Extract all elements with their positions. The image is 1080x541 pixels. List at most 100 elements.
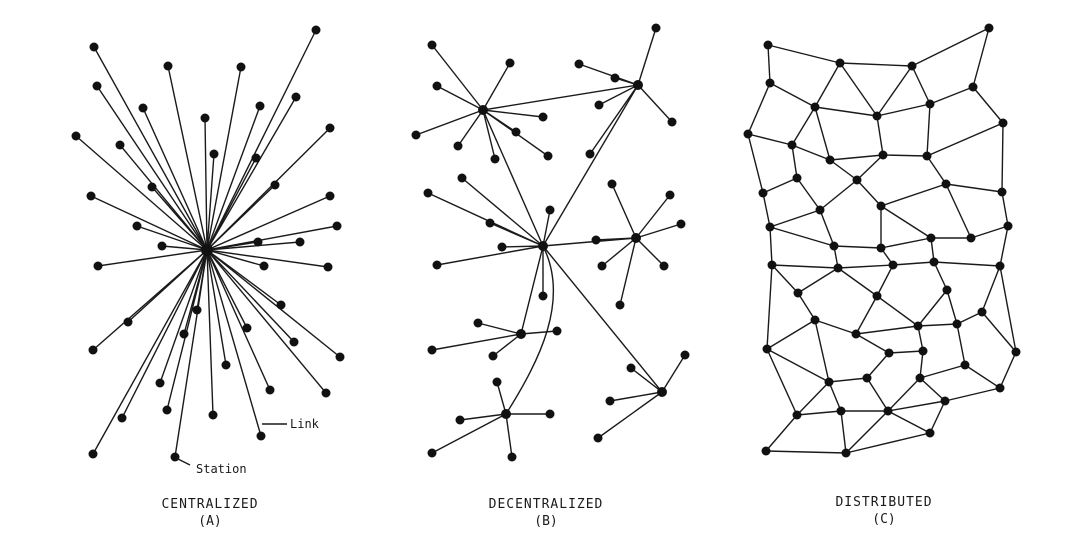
decentralized-station — [680, 350, 690, 360]
distributed-station — [851, 329, 861, 339]
decentralized-link — [431, 44, 484, 111]
decentralized-link — [598, 84, 639, 106]
station-pointer — [175, 457, 191, 466]
distributed-link — [964, 364, 1001, 389]
decentralized-link — [489, 222, 544, 247]
centralized-station — [155, 378, 165, 388]
caption-decentralized: DECENTRALIZED — [489, 497, 604, 512]
decentralized-link — [661, 354, 686, 393]
distributed-station — [876, 201, 886, 211]
decentralized-trunk — [542, 245, 663, 393]
decentralized-station — [427, 448, 437, 458]
distributed-link — [845, 432, 931, 454]
distributed-link — [796, 410, 842, 416]
decentralized-station — [545, 205, 555, 215]
distributed-link — [919, 364, 966, 379]
distributed-link — [882, 154, 928, 157]
centralized-link — [161, 245, 208, 251]
distributed-station — [977, 307, 987, 317]
decentralized-station — [488, 351, 498, 361]
distributed-link — [981, 265, 1001, 313]
centralized-station — [138, 103, 148, 113]
decentralized-station — [427, 345, 437, 355]
centralized-station — [256, 431, 266, 441]
decentralized-link — [482, 109, 517, 133]
decentralized-link — [637, 27, 657, 86]
centralized-link — [206, 249, 341, 358]
distributed-link — [828, 381, 842, 412]
centralized-link — [206, 29, 317, 251]
centralized-station — [92, 81, 102, 91]
decentralized-link — [431, 413, 507, 454]
distributed-link — [767, 44, 771, 84]
distributed-station — [825, 155, 835, 165]
decentralized-station — [538, 112, 548, 122]
decentralized-link — [477, 322, 522, 335]
centralized-station — [192, 305, 202, 315]
distributed-link — [926, 122, 1004, 157]
decentralized-station — [485, 218, 495, 228]
distributed-link — [797, 267, 839, 294]
distributed-link — [876, 65, 913, 117]
decentralized-trunk — [542, 237, 637, 247]
centralized-link — [206, 66, 242, 251]
distributed-link — [837, 267, 878, 297]
distributed-link — [766, 319, 816, 350]
distributed-station — [995, 383, 1005, 393]
decentralized-hub — [657, 387, 667, 397]
centralized-link — [92, 249, 208, 455]
distributed-link — [855, 325, 919, 335]
sublabel-distributed: (C) — [872, 512, 895, 527]
decentralized-station — [676, 219, 686, 229]
decentralized-station — [457, 173, 467, 183]
decentralized-link — [609, 391, 663, 402]
decentralized-station — [626, 363, 636, 373]
decentralized-station — [615, 300, 625, 310]
decentralized-station — [659, 261, 669, 271]
centralized-link — [206, 153, 215, 251]
edges-layer — [75, 27, 1017, 458]
distributed-station — [929, 257, 939, 267]
centralized-link — [92, 249, 208, 351]
centralized-station — [170, 452, 180, 462]
decentralized-station — [427, 40, 437, 50]
centralized-link — [121, 249, 208, 419]
decentralized-station — [432, 81, 442, 91]
decentralized-station — [552, 326, 562, 336]
distributed-station — [761, 446, 771, 456]
distributed-link — [765, 414, 798, 452]
distributed-station — [995, 261, 1005, 271]
distributed-station — [810, 102, 820, 112]
distributed-link — [791, 144, 798, 179]
distributed-link — [767, 44, 841, 64]
distributed-link — [766, 348, 830, 383]
distributed-link — [911, 65, 931, 105]
distributed-link — [1001, 191, 1009, 227]
decentralized-link — [482, 109, 544, 118]
decentralized-station — [545, 409, 555, 419]
centralized-station — [115, 140, 125, 150]
distributed-station — [792, 173, 802, 183]
distributed-link — [999, 265, 1017, 353]
centralized-link — [206, 157, 257, 251]
centralized-station — [200, 113, 210, 123]
centralized-link — [206, 225, 338, 251]
centralized-station — [253, 237, 263, 247]
centralized-station — [162, 405, 172, 415]
decentralized-link — [637, 84, 673, 123]
distributed-link — [766, 264, 773, 350]
distributed-station — [872, 291, 882, 301]
distributed-link — [981, 311, 1017, 353]
centralized-link — [174, 249, 208, 458]
centralized-station — [295, 237, 305, 247]
distributed-link — [819, 209, 835, 247]
centralized-station — [71, 131, 81, 141]
decentralized-hub — [516, 329, 526, 339]
distributed-link — [945, 183, 1003, 193]
distributed-link — [856, 179, 882, 207]
decentralized-link — [496, 381, 507, 415]
centralized-station — [325, 191, 335, 201]
distributed-link — [876, 295, 919, 327]
distributed-link — [919, 350, 924, 379]
decentralized-hub — [538, 241, 548, 251]
